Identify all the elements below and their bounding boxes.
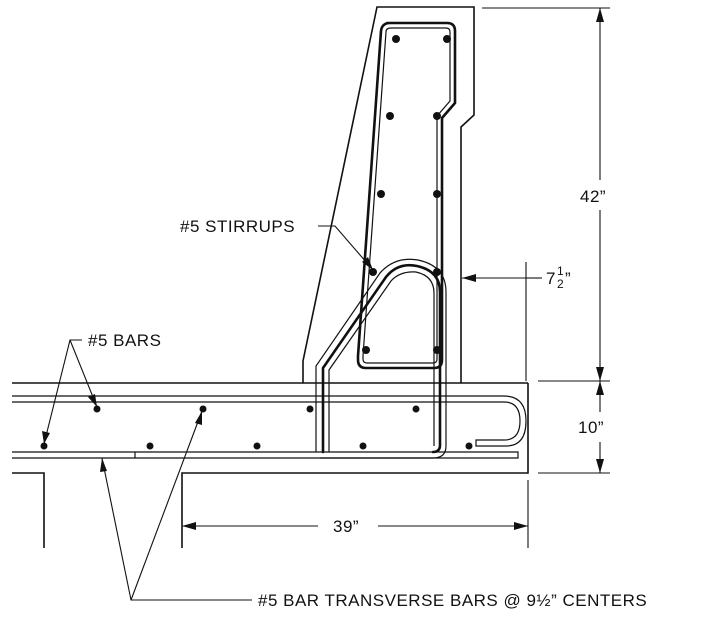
deck-right-edge <box>181 383 529 548</box>
dim-label-39: 39” <box>333 517 359 536</box>
bar-dot <box>146 442 154 450</box>
barrier-outline <box>302 6 475 383</box>
leader-bars: #5 BARS <box>42 331 161 445</box>
dim-frac-num: 1 <box>557 264 564 278</box>
concrete-outline <box>12 6 529 548</box>
bar-dot <box>253 442 261 450</box>
bar-dot <box>443 35 451 43</box>
bar-dot <box>40 442 48 450</box>
bar-dot <box>359 442 367 450</box>
dim-frac-den: 2 <box>557 277 564 291</box>
bar-dot <box>465 442 473 450</box>
dim-overhang: 39” <box>182 480 529 548</box>
bar-dot <box>377 190 385 198</box>
bar-dot <box>362 346 370 354</box>
deck-left-bottom <box>12 472 45 548</box>
bar-dot <box>433 268 441 276</box>
bar-dot <box>433 346 441 354</box>
label-stirrups: #5 STIRRUPS <box>180 217 295 236</box>
leader-stirrups: #5 STIRRUPS <box>180 217 374 271</box>
dim-label-42: 42” <box>580 187 606 206</box>
bar-dot <box>306 405 314 413</box>
bar-dot <box>433 190 441 198</box>
bar-sections <box>40 35 473 450</box>
dim-label-10: 10” <box>578 418 604 437</box>
dim-height: 42” <box>482 7 610 382</box>
label-transverse: #5 BAR TRANSVERSE BARS @ 9½” CENTERS <box>258 591 647 610</box>
reinforcing-bars <box>12 21 527 459</box>
dim-thickness: 7 1 2 ” <box>462 262 571 381</box>
dim-label-thickness: 7 <box>546 269 556 288</box>
leader-transverse: #5 BAR TRANSVERSE BARS @ 9½” CENTERS <box>100 410 647 610</box>
deck-bottom-bar <box>12 451 519 459</box>
svg-text:”: ” <box>565 269 571 288</box>
bar-dot <box>392 35 400 43</box>
bar-dot <box>199 405 207 413</box>
dim-slab: 10” <box>538 381 610 474</box>
bar-dot <box>386 112 394 120</box>
bar-dot <box>412 405 420 413</box>
label-bars: #5 BARS <box>88 331 161 350</box>
deck-top-bar <box>12 395 527 447</box>
bar-dot <box>93 405 101 413</box>
bar-dot <box>433 112 441 120</box>
bar-dot <box>369 268 377 276</box>
